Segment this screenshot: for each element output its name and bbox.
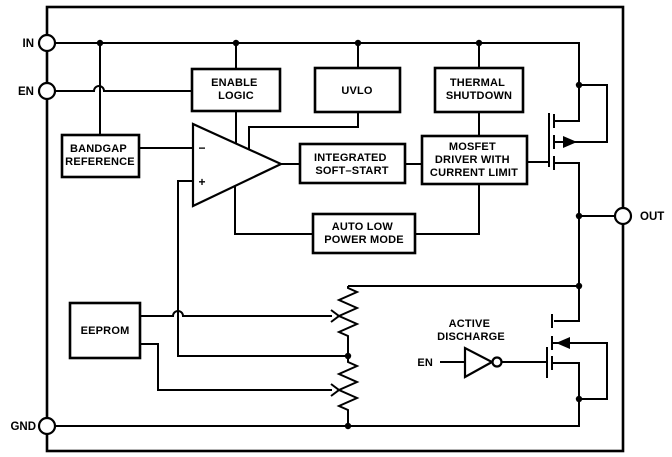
wire-gnd-rail: [55, 362, 580, 427]
inverter-en-label: EN: [417, 357, 433, 369]
pin-out-label: OUT: [640, 211, 664, 223]
svg-text:ENABLE LOGIC: ENABLE LOGIC: [211, 77, 261, 102]
pin-out-icon: [613, 206, 633, 226]
active-discharge-label: ACTIVE DISCHARGE: [437, 318, 505, 343]
opamp-triangle-icon: [191, 122, 284, 208]
junction-dot: [575, 81, 583, 89]
junction-dot: [354, 39, 362, 47]
block-label: CURRENT LIMIT: [430, 167, 518, 179]
svg-text:EEPROM: EEPROM: [81, 325, 130, 337]
block-label: MOSFET: [449, 141, 496, 153]
block-label: REFERENCE: [65, 156, 135, 168]
wires: [55, 42, 615, 427]
block-mosfet-driver: MOSFET DRIVER WITH CURRENT LIMIT: [420, 134, 529, 186]
wire-output-rail: [554, 162, 580, 322]
block-integrated-soft-start: INTEGRATED SOFT–START: [298, 142, 407, 185]
junction-dot: [575, 212, 583, 220]
trim-arrow-bottom-icon: [330, 383, 341, 397]
wire-eeprom-trim-bottom: [140, 343, 332, 391]
wire-pmos-drain: [554, 85, 580, 122]
block-label: THERMAL: [450, 77, 505, 89]
wire-uvlo-to-opamp: [248, 112, 359, 150]
block-uvlo: UVLO: [313, 66, 402, 114]
pin-gnd-icon: [37, 416, 57, 436]
junction-dot: [344, 422, 352, 430]
error-amplifier: − +: [191, 122, 284, 208]
trim-arrow-top-icon: [330, 309, 341, 323]
pins: IN EN GND OUT: [10, 33, 664, 436]
block-eeprom: EEPROM: [68, 301, 142, 360]
block-label: INTEGRATED: [314, 152, 387, 164]
discharge-nmos-transistor: [546, 314, 570, 378]
opamp-noninverting-label: +: [198, 175, 205, 189]
pass-pmos-transistor: [548, 113, 577, 170]
block-label: SOFT–START: [315, 165, 388, 177]
resistor-top: [336, 286, 360, 356]
opamp-inverting-label: −: [198, 141, 205, 155]
inverter-bubble-icon: [491, 356, 503, 368]
block-thermal-shutdown: THERMAL SHUTDOWN: [433, 66, 525, 114]
block-label: ENABLE: [211, 77, 257, 89]
svg-text:UVLO: UVLO: [341, 85, 373, 97]
block-enable-logic: ENABLE LOGIC: [190, 67, 282, 113]
junction-dot: [232, 39, 240, 47]
svg-text:BANDGAP REFERENCE: BANDGAP REFERENCE: [65, 143, 135, 168]
junction-dot: [575, 395, 583, 403]
block-label: EEPROM: [81, 325, 130, 337]
svg-text:INTEGRATED SOFT–START: INTEGRATED SOFT–START: [314, 152, 390, 177]
svg-text:AUTO LOW POWER MODE: AUTO LOW POWER MODE: [324, 221, 404, 246]
svg-text:MOSFET DRIVER WITH: MOSFET DRIVER WITH CURRENT LIMIT: [430, 141, 518, 179]
wire-eeprom-trim-top: [140, 310, 332, 317]
discharge-inverter: [463, 346, 503, 379]
pin-en-icon: [37, 81, 57, 101]
pin-in-label: IN: [23, 38, 35, 50]
wire-feedback-to-plus-input: [177, 180, 348, 357]
wire-driver-to-alpm: [415, 184, 480, 235]
pin-in-icon: [37, 33, 57, 53]
pin-en-label: EN: [18, 86, 34, 98]
block-label: AUTO LOW: [332, 221, 394, 233]
wire-nmos-body-loop: [552, 342, 608, 400]
wire-in-rail: [55, 42, 580, 85]
block-label: POWER MODE: [324, 234, 404, 246]
wire-en-to-enable-logic: [55, 85, 192, 92]
block-label: SHUTDOWN: [446, 90, 512, 102]
inverter-triangle-icon: [463, 346, 495, 379]
junction-dot: [344, 352, 352, 360]
wire-alpm-to-opamp: [234, 186, 313, 235]
junction-dot: [96, 39, 104, 47]
svg-text:THERMAL SHUTDOWN: THERMAL SHUTDOWN: [446, 77, 512, 102]
block-label: BANDGAP: [70, 143, 127, 155]
block-label: LOGIC: [218, 90, 254, 102]
block-auto-low-power-mode: AUTO LOW POWER MODE: [311, 212, 417, 255]
block-label: DRIVER WITH: [435, 154, 510, 166]
pin-gnd-label: GND: [10, 421, 36, 433]
junction-dots: [96, 39, 583, 430]
pmos-body-arrow-icon: [563, 136, 577, 148]
wire-pmos-body-loop: [554, 84, 608, 143]
nmos-body-arrow-icon: [556, 337, 570, 349]
chip-boundary: [45, 5, 625, 453]
resistor-bottom: [336, 356, 360, 426]
junction-dot: [575, 282, 583, 290]
block-bandgap-reference: BANDGAP REFERENCE: [60, 133, 141, 179]
junction-dot: [475, 39, 483, 47]
block-label: UVLO: [341, 85, 373, 97]
